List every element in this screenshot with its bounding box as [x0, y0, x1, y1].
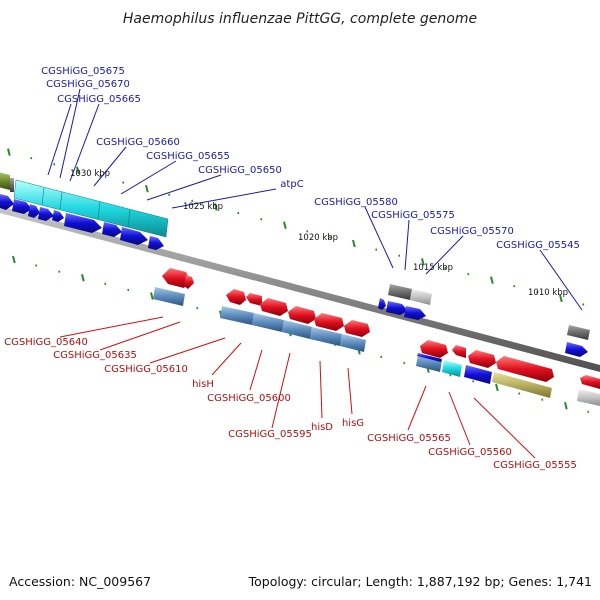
position-tick — [449, 374, 452, 377]
position-tick — [352, 239, 356, 248]
position-tick — [541, 398, 544, 401]
gene-label: atpC — [280, 179, 303, 190]
kbp-label: 1010 kbp — [528, 288, 568, 298]
gene-label: CGSHiGG_05560 — [428, 447, 512, 458]
gene-label: CGSHiGG_05600 — [207, 393, 291, 404]
position-tick — [467, 272, 470, 276]
position-tick — [12, 255, 16, 264]
gene-label: CGSHiGG_05580 — [314, 197, 398, 208]
forward-gene-labels: CGSHiGG_05675 CGSHiGG_05670 CGSHiGG_0566… — [41, 66, 580, 251]
topology-text: Topology: circular; Length: 1,887,192 bp… — [248, 574, 592, 589]
position-tick — [444, 266, 447, 270]
position-tick — [536, 291, 539, 294]
gene-label: hisG — [342, 418, 364, 429]
kbp-label: 1025 kbp — [183, 202, 223, 212]
position-tick — [150, 292, 154, 300]
gene-label: CGSHiGG_05575 — [371, 210, 455, 221]
gene-label: CGSHiGG_05595 — [228, 429, 312, 440]
gene-label: CGSHiGG_05635 — [53, 350, 137, 361]
position-tick — [582, 303, 585, 306]
position-tick — [329, 236, 332, 239]
map-title: Haemophilus influenzae PittGG, complete … — [123, 11, 477, 27]
reverse-gene-labels: CGSHiGG_05640 CGSHiGG_05635 CGSHiGG_0561… — [4, 337, 577, 471]
kbp-label: 1020 kbp — [298, 233, 338, 243]
position-tick — [518, 392, 521, 395]
accession-text: Accession: NC_009567 — [9, 574, 151, 589]
gene-label: CGSHiGG_05610 — [104, 364, 188, 375]
position-tick — [380, 355, 383, 359]
gene-label: CGSHiGG_05640 — [4, 337, 88, 348]
position-tick — [127, 288, 130, 292]
kbp-scale-labels: 1030 kbp 1025 kbp 1020 kbp 1015 kbp 1010… — [70, 169, 568, 298]
position-tick — [191, 199, 194, 203]
position-tick — [122, 181, 125, 184]
position-tick — [76, 166, 80, 175]
position-tick — [104, 282, 107, 286]
position-tick — [472, 380, 475, 383]
kbp-label: 1015 kbp — [413, 263, 453, 273]
position-tick — [283, 221, 287, 230]
position-tick — [7, 148, 11, 156]
gene-label: CGSHiGG_05675 — [41, 66, 125, 77]
gene-label: CGSHiGG_05565 — [367, 433, 451, 444]
position-tick — [53, 163, 56, 166]
position-tick — [587, 410, 590, 414]
position-tick — [421, 258, 425, 266]
gene-label: CGSHiGG_05655 — [146, 151, 230, 162]
position-tick — [35, 264, 38, 267]
gene-label: CGSHiGG_05545 — [496, 240, 580, 251]
gene-label: CGSHiGG_05665 — [57, 94, 141, 105]
gene-label: CGSHiGG_05670 — [46, 79, 130, 90]
position-tick — [196, 307, 199, 310]
position-tick — [490, 276, 494, 284]
position-tick — [214, 203, 218, 211]
forward-leader-lines — [47, 88, 583, 311]
gene-label: hisH — [192, 379, 214, 390]
position-tick — [30, 157, 33, 160]
position-tick — [513, 285, 516, 288]
reverse-leader-lines — [59, 316, 536, 459]
position-tick — [306, 230, 309, 233]
position-tick — [403, 361, 406, 365]
position-tick — [145, 184, 149, 193]
position-tick — [237, 211, 240, 215]
genome-features — [0, 172, 600, 406]
position-tick — [168, 193, 171, 196]
position-tick — [81, 273, 85, 282]
position-tick — [564, 401, 568, 410]
gene-label: hisD — [311, 422, 333, 433]
position-tick — [375, 248, 378, 251]
position-tick — [99, 175, 102, 178]
gene-label: CGSHiGG_05555 — [493, 460, 577, 471]
gene-label: CGSHiGG_05650 — [198, 165, 282, 176]
position-tick — [495, 383, 499, 392]
gene-label: CGSHiGG_05570 — [430, 226, 514, 237]
gene-label: CGSHiGG_05660 — [96, 137, 180, 148]
kbp-label: 1030 kbp — [70, 169, 110, 179]
position-tick — [260, 217, 263, 221]
position-tick — [559, 294, 563, 303]
position-tick — [58, 270, 61, 273]
position-tick — [398, 254, 401, 257]
